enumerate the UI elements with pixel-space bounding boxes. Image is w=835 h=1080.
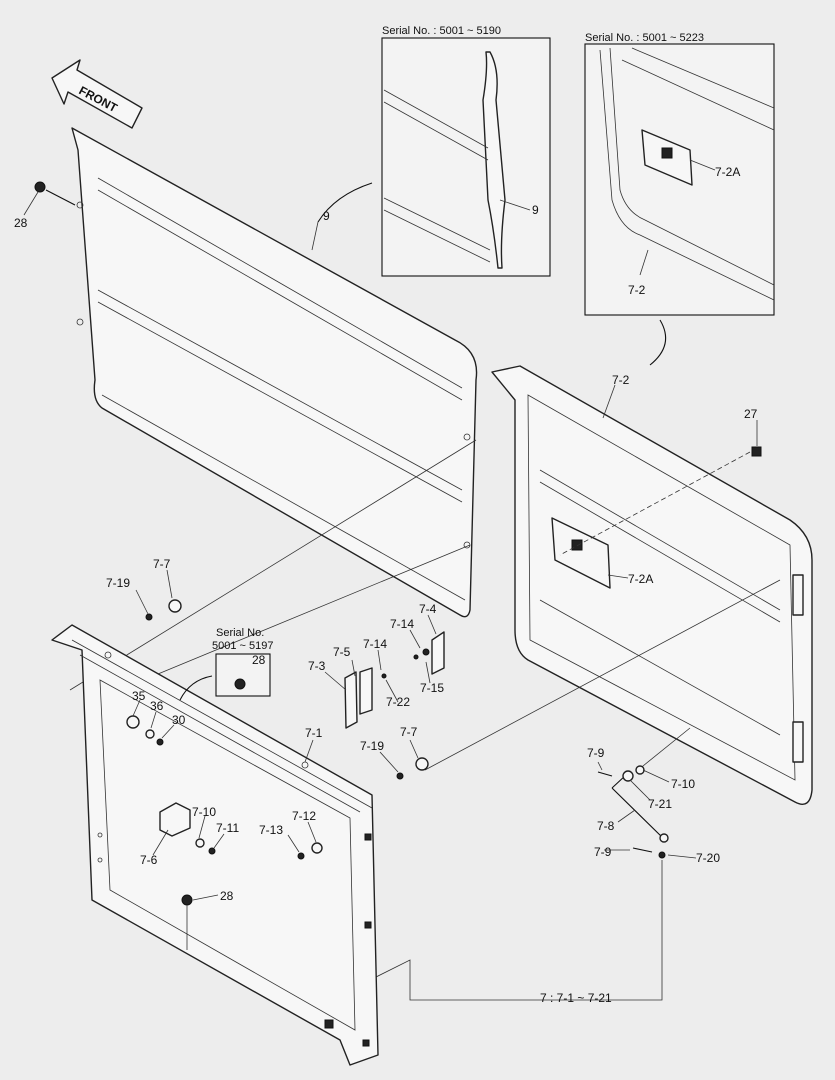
linkage-7-8 — [597, 765, 669, 859]
callout-35: 35 — [132, 689, 146, 703]
alignment-line-4 — [424, 579, 781, 771]
callout-9-panel: 9 — [323, 209, 330, 223]
alignment-line-1 — [559, 451, 751, 556]
pointer-arrow-inset-b — [649, 319, 667, 366]
inset-c-serial-line1: Serial No. — [216, 627, 264, 639]
callout-7-6: 7-6 — [140, 853, 158, 867]
callout-7-8: 7-8 — [597, 819, 615, 833]
callout-7-4: 7-4 — [419, 602, 437, 616]
door-part-7-2 — [491, 365, 813, 805]
callout-7-10-b: 7-10 — [671, 777, 695, 791]
inset-c-serial-line2: 5001 ~ 5197 — [212, 640, 273, 652]
inset-c-part-label: 28 — [252, 653, 266, 667]
rear-panel-part-9 — [71, 127, 478, 618]
callout-7-7-b: 7-7 — [400, 725, 418, 739]
bracket-7-6 — [159, 802, 191, 837]
callout-7-9-a: 7-9 — [587, 746, 605, 760]
hardware-items — [126, 599, 430, 950]
leader-lines — [23, 159, 758, 901]
inset-b-box — [584, 43, 775, 316]
callout-7-14-a: 7-14 — [390, 617, 414, 631]
pointer-arrow-inset-a — [317, 182, 373, 223]
callout-30: 30 — [172, 713, 186, 727]
alignment-line-5 — [637, 727, 691, 771]
callout-7-3: 7-3 — [308, 659, 326, 673]
callout-7-20: 7-20 — [696, 851, 720, 865]
callout-7-2A-door: 7-2A — [628, 572, 653, 586]
bracket-7-4 — [431, 631, 445, 675]
callout-7-2-door: 7-2 — [612, 373, 630, 387]
callout-28-top: 28 — [14, 216, 28, 230]
alignment-line-2 — [69, 439, 477, 691]
inset-a-serial: Serial No. : 5001 ~ 5190 — [382, 25, 501, 37]
callout-7-1: 7-1 — [305, 726, 323, 740]
bolt-27-icon — [751, 446, 762, 457]
callout-7-22: 7-22 — [386, 695, 410, 709]
callout-7-15: 7-15 — [420, 681, 444, 695]
callout-7-13: 7-13 — [259, 823, 283, 837]
callout-7-7-a: 7-7 — [153, 557, 171, 571]
callout-28-bottom: 28 — [220, 889, 234, 903]
callout-7-9-b: 7-9 — [594, 845, 612, 859]
callout-27: 27 — [744, 407, 758, 421]
callout-7-10-a: 7-10 — [192, 805, 216, 819]
front-arrow-icon: FRONT — [51, 59, 143, 129]
callout-7-11: 7-11 — [216, 821, 239, 835]
inset-b-part-label-7-2: 7-2 — [628, 283, 646, 297]
frame-part-7-1 — [51, 624, 379, 1066]
inset-b-part-label-7-2A: 7-2A — [715, 165, 740, 179]
callout-7-12: 7-12 — [292, 809, 316, 823]
legend-text: 7 : 7-1 ~ 7-21 — [540, 991, 612, 1005]
pointer-arrow-inset-c — [179, 675, 213, 701]
inset-b-serial: Serial No. : 5001 ~ 5223 — [585, 32, 704, 44]
bracket-7-3-7-5 — [344, 667, 373, 729]
inset-a-box — [381, 37, 551, 277]
alignment-line-6 — [329, 860, 663, 1001]
callout-7-5: 7-5 — [333, 645, 351, 659]
callout-36: 36 — [150, 699, 164, 713]
callout-7-21: 7-21 — [648, 797, 672, 811]
inset-a-part-label: 9 — [532, 203, 539, 217]
callout-7-19-a: 7-19 — [106, 576, 130, 590]
bolt-28-top-icon — [34, 181, 76, 206]
callout-7-14-b: 7-14 — [363, 637, 387, 651]
inset-c-box — [215, 653, 271, 697]
callout-7-19-b: 7-19 — [360, 739, 384, 753]
